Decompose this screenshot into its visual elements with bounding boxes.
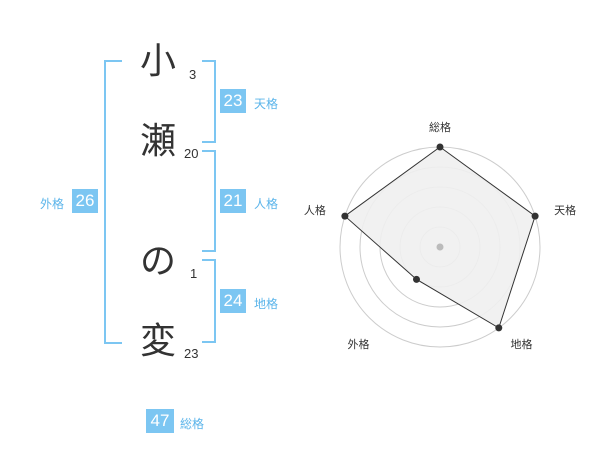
name-char-1: 小 <box>140 41 177 82</box>
stroke-count-4: 23 <box>184 346 199 361</box>
radar-axis-label-0: 総格 <box>429 120 451 134</box>
radar-point-4 <box>341 212 349 220</box>
gaikaku-badge: 26 <box>72 189 98 213</box>
tenkaku-badge: 23 <box>220 89 246 113</box>
radar-point-1 <box>531 212 539 220</box>
radar-point-3 <box>412 275 420 283</box>
chikaku-badge: 24 <box>220 289 246 313</box>
radar-center-point <box>436 243 444 251</box>
stroke-count-2: 20 <box>184 146 199 161</box>
jinkaku-badge: 21 <box>220 189 246 213</box>
radar-axis-label-2: 地格 <box>511 337 533 351</box>
soukaku-badge: 47 <box>146 409 174 433</box>
radar-point-0 <box>436 143 444 151</box>
stroke-count-3: 1 <box>190 266 198 281</box>
radar-axis-label-1: 天格 <box>554 203 576 217</box>
gaikaku-bracket <box>104 60 122 344</box>
name-char-4: 変 <box>140 321 177 362</box>
radar-series-area <box>344 146 536 329</box>
radar-point-2 <box>495 324 503 332</box>
soukaku-label: 総格 <box>180 417 205 431</box>
radar-axis-label-3: 外格 <box>347 337 369 351</box>
jinkaku-bracket <box>202 150 216 252</box>
jinkaku-label: 人格 <box>254 197 279 211</box>
name-char-2: 瀬 <box>140 121 177 162</box>
gaikaku-label: 外格 <box>40 197 65 211</box>
chikaku-label: 地格 <box>254 297 279 311</box>
name-char-3: の <box>140 241 177 282</box>
radar-axis-label-4: 人格 <box>304 203 326 217</box>
tenkaku-bracket <box>202 60 216 143</box>
chikaku-bracket <box>202 259 216 343</box>
tenkaku-label: 天格 <box>254 97 279 111</box>
stroke-count-1: 3 <box>189 67 197 82</box>
